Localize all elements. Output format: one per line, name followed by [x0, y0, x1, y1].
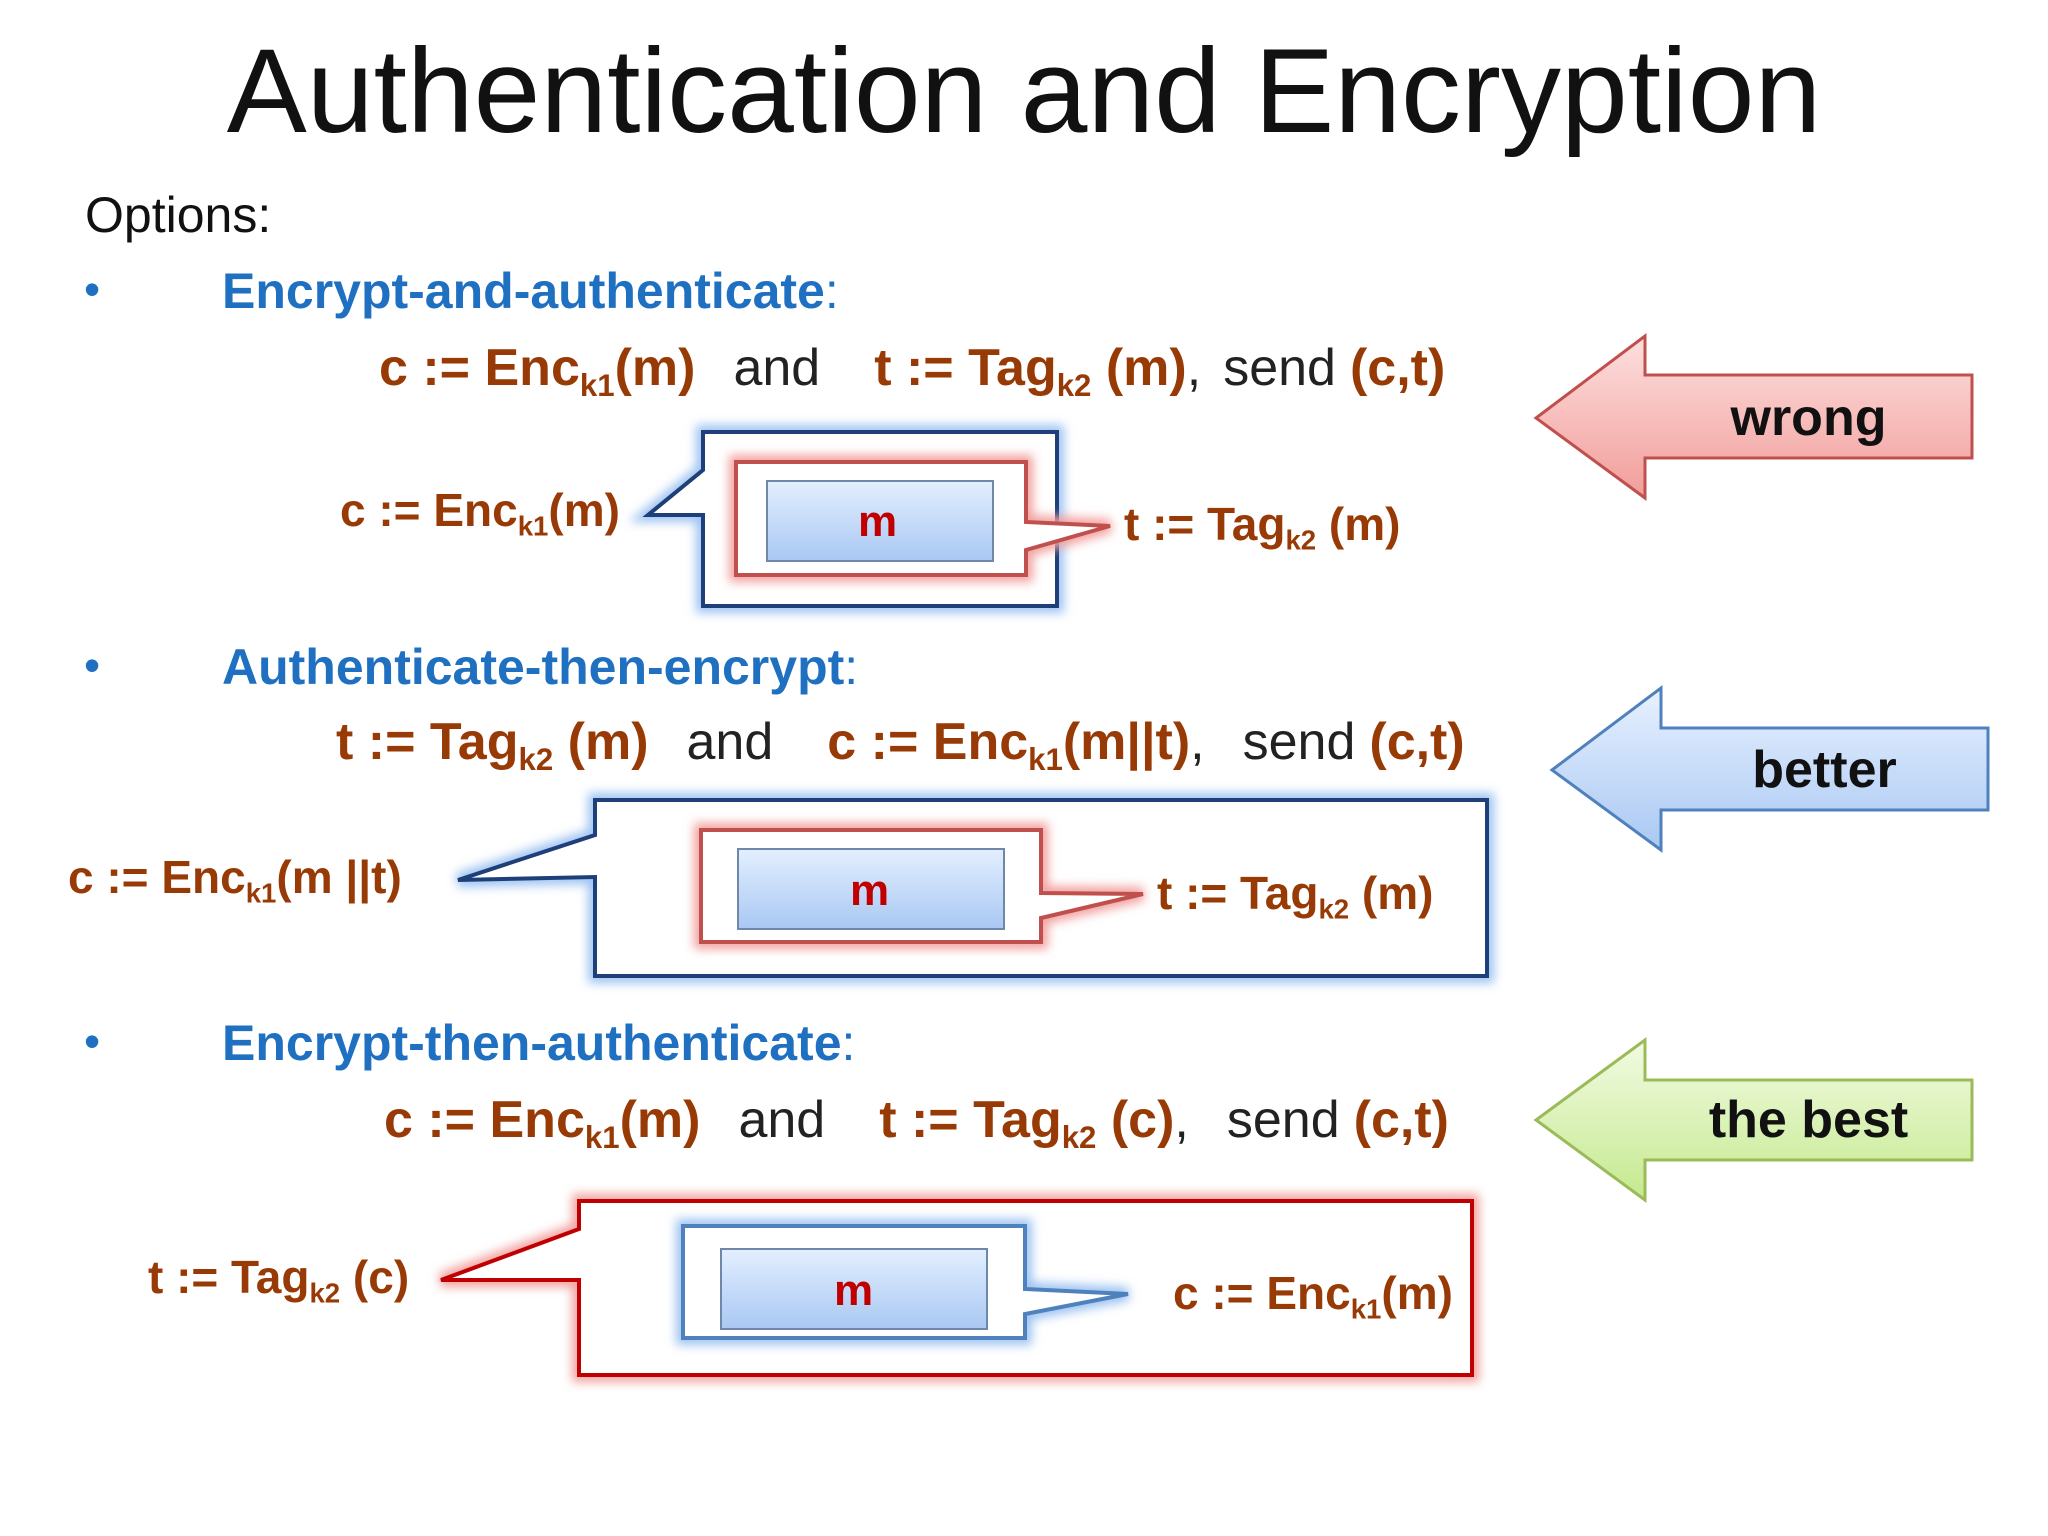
section-3-outer-label: t := Tagk2 (c)	[148, 1251, 410, 1309]
section-3-inner-label: c := Enck1(m)	[1173, 1267, 1453, 1325]
bullet-1: •	[84, 263, 101, 315]
message-box	[720, 1248, 988, 1330]
section-1-inner-label: t := Tagk2 (m)	[1124, 498, 1401, 556]
section-3-message: m	[834, 1266, 874, 1315]
bullet-3: •	[84, 1015, 101, 1067]
section-3-heading: Encrypt-then-authenticate:	[222, 1015, 856, 1071]
bullet-2: •	[84, 639, 101, 691]
the-best-label: the best	[1708, 1091, 1909, 1149]
message-box	[766, 480, 994, 562]
wrong-label: wrong	[1730, 389, 1887, 447]
diagram-3	[438, 1194, 1479, 1382]
section-2-outer-label: c := Enck1(m ||t)	[68, 851, 402, 909]
page-title: Authentication and Encryption	[226, 24, 1822, 158]
section-1-heading: Encrypt-and-authenticate:	[222, 263, 839, 319]
diagram-2	[455, 793, 1494, 983]
diagram-1	[628, 425, 1112, 613]
message-box	[737, 848, 1005, 930]
better-arrow	[1549, 684, 1990, 853]
the-best-arrow	[1533, 1037, 1974, 1203]
section-1-message: m	[858, 497, 898, 546]
section-2-inner-label: t := Tagk2 (m)	[1157, 867, 1434, 925]
wrong-arrow	[1533, 332, 1974, 501]
better-label: better	[1752, 741, 1897, 799]
section-2-message: m	[850, 866, 890, 915]
section-2-heading: Authenticate-then-encrypt:	[222, 639, 859, 695]
options-label: Options:	[85, 187, 272, 243]
section-1-outer-label: c := Enck1(m)	[340, 484, 620, 542]
